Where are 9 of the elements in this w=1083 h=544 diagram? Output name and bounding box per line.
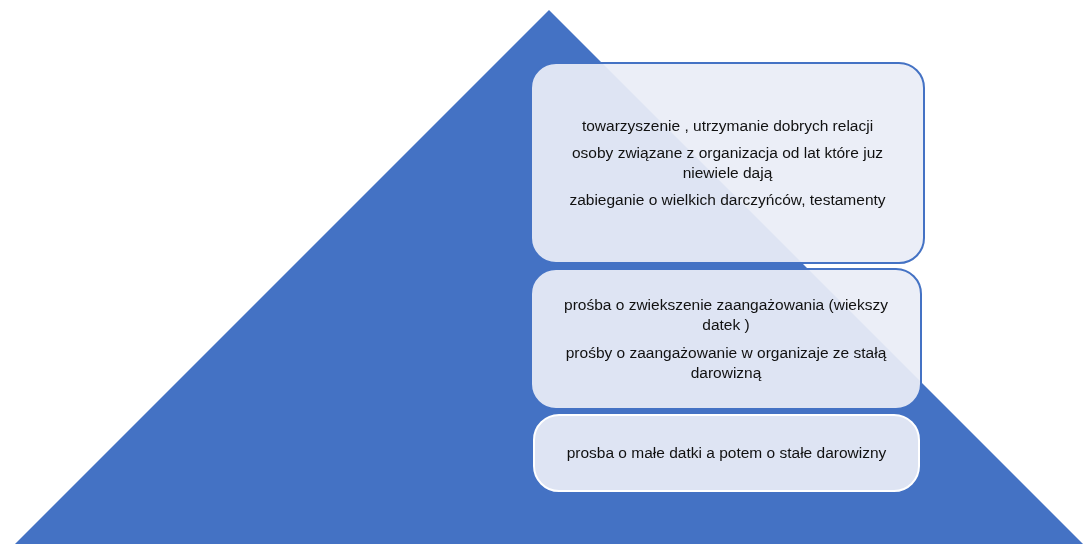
text-box: [530, 268, 922, 410]
box-text: towarzyszenie , utrzymanie dobrych relacji: [581, 115, 874, 136]
box-text: zabieganie o wielkich darczyńców, testamenty: [569, 190, 886, 211]
text-box: [533, 414, 920, 492]
box-text: prośby o zaangażowanie w organizaje ze stałą darowizną: [564, 342, 888, 383]
text-box: [530, 62, 925, 264]
box-text: prosba o małe datki a potem o stałe darowizny: [566, 442, 887, 463]
box-text: prośba o zwiekszenie zaangażowania (wiekszy datek ): [563, 295, 889, 336]
box-text: osoby związane z organizacja od lat które juz niewiele dają: [571, 142, 884, 183]
